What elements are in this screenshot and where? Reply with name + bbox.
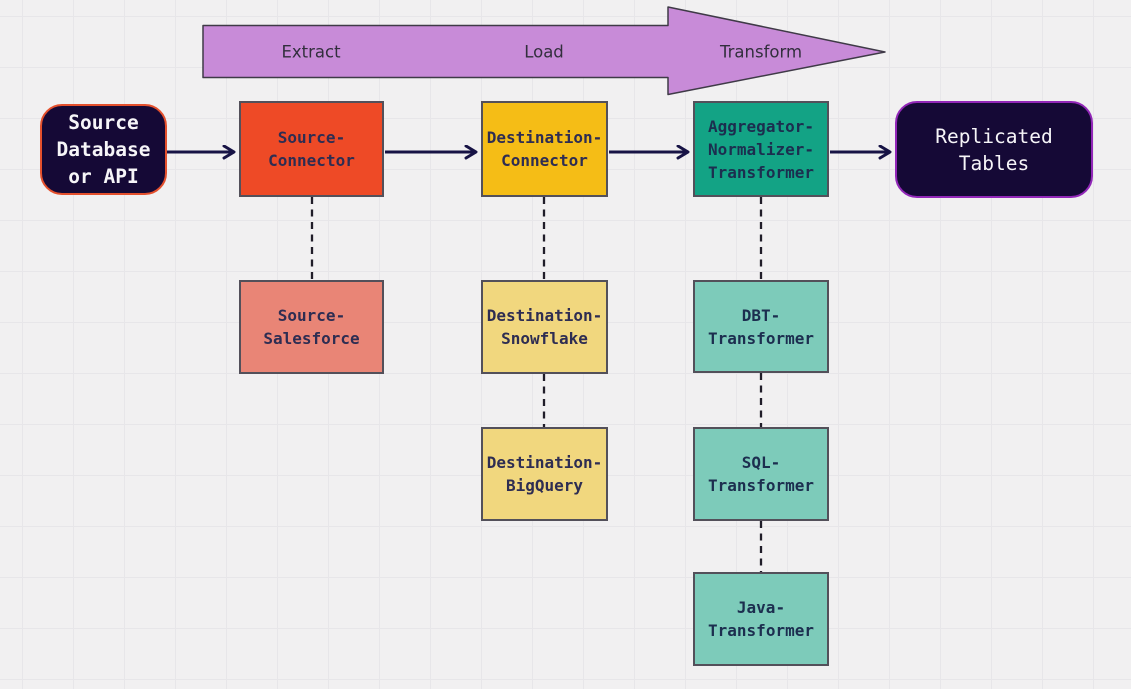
node-dbt-transformer: DBT- Transformer <box>693 280 829 373</box>
elt-stage-arrow <box>202 6 886 96</box>
stage-label-transform: Transform <box>719 42 803 62</box>
node-destination-connector: Destination- Connector <box>481 101 608 197</box>
node-java-transformer: Java- Transformer <box>693 572 829 666</box>
node-destination-snowflake: Destination- Snowflake <box>481 280 608 374</box>
node-sql-transformer: SQL- Transformer <box>693 427 829 521</box>
node-destination-bigquery: Destination- BigQuery <box>481 427 608 521</box>
stage-label-extract: Extract <box>281 42 341 62</box>
node-source-connector: Source- Connector <box>239 101 384 197</box>
node-replicated-tables: Replicated Tables <box>895 101 1093 198</box>
node-source-salesforce: Source- Salesforce <box>239 280 384 374</box>
stage-label-load: Load <box>524 42 564 62</box>
node-aggregator-normalizer-transformer: Aggregator- Normalizer- Transformer <box>693 101 829 197</box>
node-source-database-or-api: Source Database or API <box>40 104 167 195</box>
